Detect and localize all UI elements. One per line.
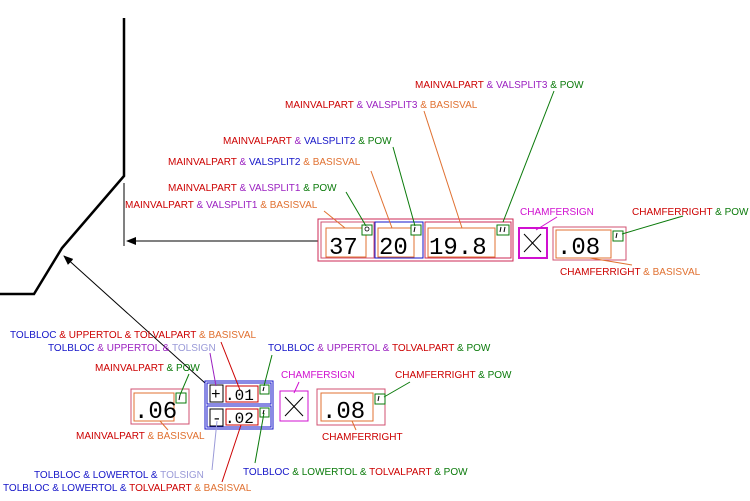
label-bottom-chamferright-pow: CHAMFERRIGHT & POW xyxy=(395,370,512,381)
upper-sign: + xyxy=(211,386,221,404)
label-valsplit2-pow: MAINVALPART & VALSPLIT2 & POW xyxy=(223,136,392,147)
bottom-annotations: TOLBLOC & UPPERTOL & TOLVALPART & BASISV… xyxy=(3,330,512,494)
label-lower-tol-pow: TOLBLOC & LOWERTOL & TOLVALPART & POW xyxy=(243,467,468,478)
label-lower-tol-basis: TOLBLOC & LOWERTOL & TOLVALPART & BASISV… xyxy=(3,483,252,494)
top-dimension-block: 37 20 19.8 .08 xyxy=(317,218,627,262)
times-icon xyxy=(284,396,304,417)
top-dimension-frame xyxy=(317,218,514,262)
label-valsplit3-basis: MAINVALPART & VALSPLIT3 & BASISVAL xyxy=(285,100,478,111)
part-outline xyxy=(0,18,126,296)
label-upper-tol-sign: TOLBLOC & UPPERTOL & TOLSIGN xyxy=(48,343,216,354)
dimension-leaders xyxy=(63,183,318,384)
bottom-annotation-leaders xyxy=(159,341,411,483)
label-upper-tol-basis: TOLBLOC & UPPERTOL & TOLVALPART & BASISV… xyxy=(10,330,257,341)
upper-tol-value: .01 xyxy=(225,387,254,405)
lower-tolerance-box xyxy=(206,405,272,428)
bottom-chamfer-value: .08 xyxy=(322,399,365,426)
bottom-dimension-block: .06 + .01 - .02 .08 xyxy=(130,380,386,430)
label-upper-tol-pow: TOLBLOC & UPPERTOL & TOLVALPART & POW xyxy=(268,343,491,354)
label-valsplit2-basis: MAINVALPART & VALSPLIT2 & BASISVAL xyxy=(168,157,361,168)
tolerance-block xyxy=(204,380,274,430)
upper-tolerance-box xyxy=(206,382,272,405)
lower-tol-value: .02 xyxy=(225,410,254,428)
angle3-value: 19.8 xyxy=(429,235,487,262)
label-valsplit1-pow: MAINVALPART & VALSPLIT1 & POW xyxy=(168,183,337,194)
label-top-chamferright-basis: CHAMFERRIGHT & BASISVAL xyxy=(560,267,701,278)
label-top-chamfersign: CHAMFERSIGN xyxy=(520,207,594,218)
bottom-leader-arrow xyxy=(63,255,206,384)
top-chamfer-sign-box xyxy=(518,227,548,259)
top-annotations: MAINVALPART & VALSPLIT3 & POW MAINVALPAR… xyxy=(125,80,749,278)
top-annotation-leaders xyxy=(323,90,684,266)
label-valsplit1-basis: MAINVALPART & VALSPLIT1 & BASISVAL xyxy=(125,200,318,211)
degree-icon xyxy=(364,226,370,232)
minute-icon xyxy=(413,226,416,233)
label-bottom-chamfersign: CHAMFERSIGN xyxy=(281,370,355,381)
bottom-main-value: .06 xyxy=(134,399,177,426)
bottom-chamfer-sign-box xyxy=(279,390,309,422)
label-bottom-chamferright: CHAMFERRIGHT xyxy=(322,432,403,443)
label-lower-tol-sign: TOLBLOC & LOWERTOL & TOLSIGN xyxy=(34,470,204,481)
label-main-pow: MAINVALPART & POW xyxy=(95,363,200,374)
top-chamfer-value: .08 xyxy=(557,235,600,262)
lower-sign: - xyxy=(212,410,222,428)
angle2-value: 20 xyxy=(379,235,408,262)
second-icon xyxy=(499,226,502,233)
label-top-chamferright-pow: CHAMFERRIGHT & POW xyxy=(632,207,749,218)
angle1-value: 37 xyxy=(329,235,358,262)
label-valsplit3-pow: MAINVALPART & VALSPLIT3 & POW xyxy=(415,80,584,91)
times-icon xyxy=(523,233,542,253)
label-main-basis: MAINVALPART & BASISVAL xyxy=(76,431,205,442)
